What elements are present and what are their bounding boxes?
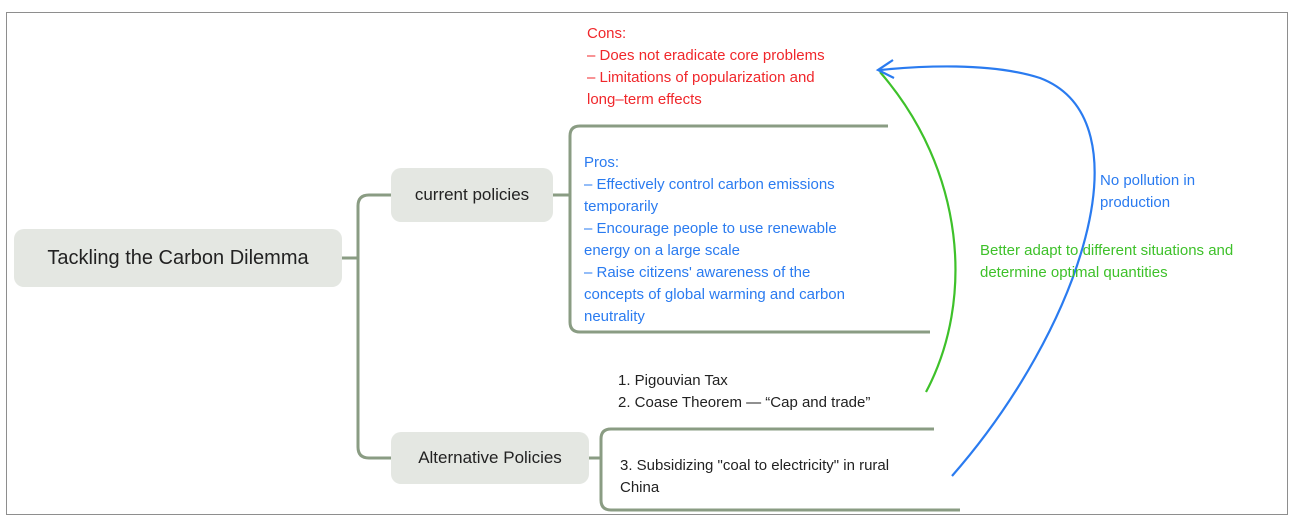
bracket-alt: [599, 427, 960, 512]
alternative-policies-label: Alternative Policies: [418, 448, 562, 467]
pros-line: energy on a large scale: [584, 242, 740, 259]
green-annotation-line: Better adapt to different situations and: [980, 242, 1234, 259]
pros-heading: Pros:: [584, 154, 620, 171]
blue-annotation-line: No pollution in: [1100, 172, 1196, 189]
pros-line: concepts of global warming and carbon: [584, 286, 845, 303]
connector-root-to-current: [356, 193, 391, 258]
pros-line: neutrality: [584, 308, 645, 325]
green-annotation-line: determine optimal quantities: [980, 264, 1168, 281]
cons-heading: Cons:: [587, 25, 627, 42]
cons-text[interactable]: Cons: – Does not eradicate core problems…: [587, 23, 825, 111]
alternative-item: 1. Pigouvian Tax: [618, 372, 728, 389]
cons-line: long–term effects: [587, 91, 702, 108]
alternative-item: 3. Subsidizing "coal to electricity" in …: [620, 457, 890, 474]
pros-line: – Effectively control carbon emissions: [584, 176, 835, 193]
root-node-label: Tackling the Carbon Dilemma: [47, 246, 309, 269]
pros-line: temporarily: [584, 198, 659, 215]
alternative-item: China: [620, 479, 660, 496]
alternative-policies-node[interactable]: Alternative Policies: [391, 432, 589, 484]
blue-annotation-line: production: [1100, 194, 1171, 211]
blue-arrow: [879, 65, 1096, 477]
connector-root-to-alt: [356, 258, 391, 460]
green-arrow: [879, 71, 957, 393]
blue-arrow-head: [875, 59, 895, 79]
cons-line: – Limitations of popularization and: [587, 69, 815, 86]
root-node[interactable]: Tackling the Carbon Dilemma: [14, 229, 342, 287]
current-policies-node[interactable]: current policies: [391, 168, 553, 222]
blue-annotation[interactable]: No pollution in production: [1100, 170, 1195, 214]
alternative-item: 2. Coase Theorem — “Cap and trade”: [618, 394, 871, 411]
current-policies-label: current policies: [414, 185, 530, 204]
alternative-items-text[interactable]: 1. Pigouvian Tax 2. Coase Theorem — “Cap…: [618, 370, 870, 414]
alternative-subtopic-text[interactable]: 3. Subsidizing "coal to electricity" in …: [620, 455, 889, 499]
pros-text[interactable]: Pros: – Effectively control carbon emiss…: [584, 152, 845, 328]
green-annotation[interactable]: Better adapt to different situations and…: [980, 240, 1233, 284]
pros-line: – Encourage people to use renewable: [584, 220, 837, 237]
bracket-current: [568, 124, 930, 334]
cons-line: – Does not eradicate core problems: [587, 47, 825, 64]
pros-line: – Raise citizens' awareness of the: [584, 264, 811, 281]
